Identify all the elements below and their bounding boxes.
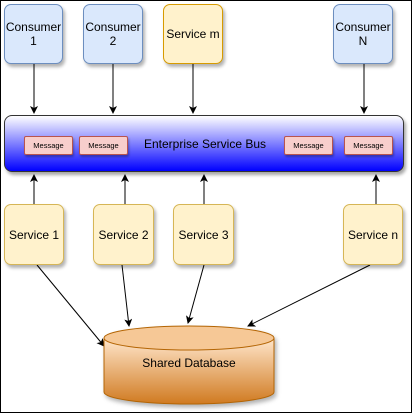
service-n-node[interactable]: Service n (343, 204, 403, 265)
service-1-node[interactable]: Service 1 (4, 204, 64, 265)
database-cylinder (103, 325, 275, 405)
edge-service-3-to-database (186, 264, 205, 324)
service-3-label: Service 3 (178, 227, 229, 242)
service-2-node[interactable]: Service 2 (93, 204, 154, 265)
consumer-n-node[interactable]: Consumer N (333, 4, 393, 64)
edge-service-n-to-database (247, 264, 371, 327)
service-1-label: Service 1 (8, 227, 60, 242)
message-1[interactable]: Message (24, 136, 73, 155)
service-m-node[interactable]: Service m (163, 4, 223, 64)
consumer-1-label: Consumer 1 (5, 20, 62, 48)
database-label: Shared Database (142, 356, 236, 370)
consumer-1-node[interactable]: Consumer 1 (4, 4, 63, 64)
consumer-2-label: Consumer 2 (85, 20, 141, 48)
edge-service-1-to-database (36, 264, 105, 347)
service-3-node[interactable]: Service 3 (173, 204, 234, 265)
message-2[interactable]: Message (79, 136, 128, 155)
service-m-label: Service m (166, 27, 220, 41)
service-n-label: Service n (347, 227, 399, 242)
edge-service-2-to-database (121, 264, 133, 327)
consumer-n-label: Consumer N (335, 20, 391, 48)
message-3[interactable]: Message (284, 136, 333, 155)
bus-label: Enterprise Service Bus (143, 137, 267, 151)
message-4[interactable]: Message (344, 136, 393, 155)
consumer-2-node[interactable]: Consumer 2 (83, 4, 143, 64)
service-2-label: Service 2 (98, 227, 149, 242)
